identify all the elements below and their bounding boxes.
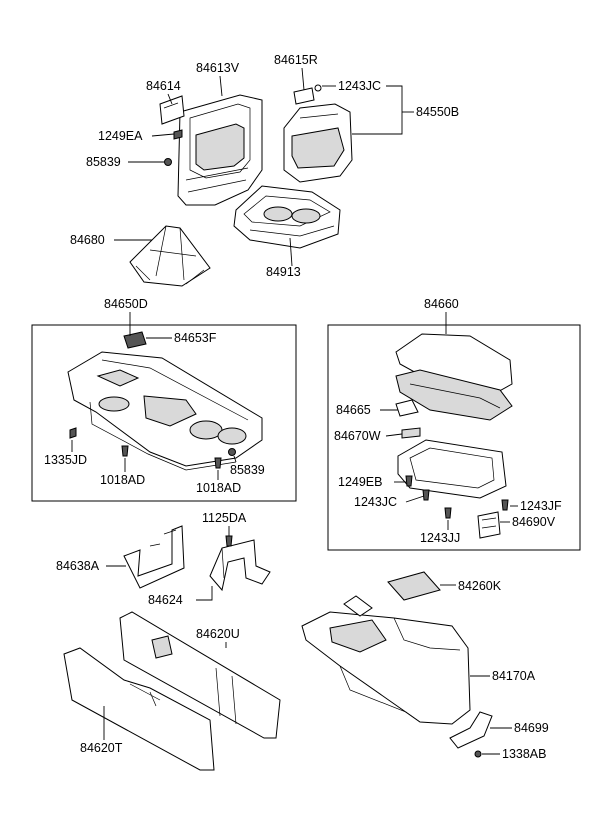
screw-1125DA xyxy=(225,535,233,547)
knob-cover-84653F xyxy=(123,331,147,349)
label-84170A: 84170A xyxy=(492,669,536,683)
label-84620U: 84620U xyxy=(196,627,240,641)
screw-1335JD xyxy=(69,427,77,439)
label-84613V: 84613V xyxy=(196,61,240,75)
pad-84670W xyxy=(401,427,421,439)
label-1243JC-top: 1243JC xyxy=(338,79,381,93)
bracket-84624 xyxy=(209,539,271,592)
label-1018AD-a: 1018AD xyxy=(100,473,145,487)
label-84614: 84614 xyxy=(146,79,181,93)
label-1243JJ: 1243JJ xyxy=(420,531,460,545)
label-1243JF: 1243JF xyxy=(520,499,562,513)
label-84615R: 84615R xyxy=(274,53,318,67)
clip-84615R xyxy=(293,87,315,105)
label-84550B: 84550B xyxy=(416,105,459,119)
screw-1018AD-a xyxy=(121,445,129,457)
label-84690V: 84690V xyxy=(512,515,556,529)
label-84260K: 84260K xyxy=(458,579,502,593)
screw-1249EA xyxy=(173,129,183,140)
screw-1243JC-mid xyxy=(422,489,430,501)
label-1338AB: 1338AB xyxy=(502,747,546,761)
label-84913: 84913 xyxy=(266,265,301,279)
pad-84260K xyxy=(387,571,441,601)
label-84638A: 84638A xyxy=(56,559,100,573)
bracket-84638A xyxy=(123,525,185,589)
part-labels: 84614 84613V 84615R 1243JC 84550B 1249EA… xyxy=(44,53,562,761)
bracket-84614 xyxy=(159,95,185,125)
cover-84620U xyxy=(119,611,281,739)
label-84665: 84665 xyxy=(336,403,371,417)
label-85839-top: 85839 xyxy=(86,155,121,169)
label-84699: 84699 xyxy=(514,721,549,735)
boot-84680 xyxy=(129,225,211,287)
screw-1243JF xyxy=(501,499,509,511)
group-box-84650D xyxy=(31,324,297,502)
label-1125DA: 1125DA xyxy=(202,511,247,525)
label-84660: 84660 xyxy=(424,297,459,311)
bracket-84699 xyxy=(449,711,493,749)
leader-lines xyxy=(71,67,518,755)
label-84653F: 84653F xyxy=(174,331,217,345)
bezel-84550B xyxy=(283,103,353,183)
screw-1243JJ xyxy=(444,507,452,519)
frame-lower xyxy=(397,439,507,499)
group-box-84660 xyxy=(327,324,581,551)
label-85839-mid: 85839 xyxy=(230,463,265,477)
label-1018AD-b: 1018AD xyxy=(196,481,241,495)
label-1335JD: 1335JD xyxy=(44,453,87,467)
tray-84913 xyxy=(233,185,341,249)
label-84680: 84680 xyxy=(70,233,105,247)
screw-1243JC-top xyxy=(314,84,322,92)
label-1243JC-mid: 1243JC xyxy=(354,495,397,509)
armrest-lid-84660 xyxy=(395,333,513,421)
label-84650D: 84650D xyxy=(104,297,148,311)
latch-84690V xyxy=(477,511,501,539)
screw-1338AB xyxy=(474,750,482,758)
screw-1018AD-b xyxy=(214,457,222,469)
screw-1249EB xyxy=(405,475,413,487)
label-84620T: 84620T xyxy=(80,741,123,755)
console-84170A xyxy=(301,595,471,725)
label-84670W: 84670W xyxy=(334,429,381,443)
hinge-84665 xyxy=(395,399,419,417)
label-1249EB: 1249EB xyxy=(338,475,382,489)
screw-85839-mid xyxy=(228,448,236,456)
console-84650D xyxy=(67,351,263,471)
bezel-84613V xyxy=(177,94,263,206)
label-84624: 84624 xyxy=(148,593,183,607)
cover-84620T xyxy=(63,647,215,771)
label-1249EA: 1249EA xyxy=(98,129,143,143)
screw-85839-top xyxy=(164,158,172,166)
